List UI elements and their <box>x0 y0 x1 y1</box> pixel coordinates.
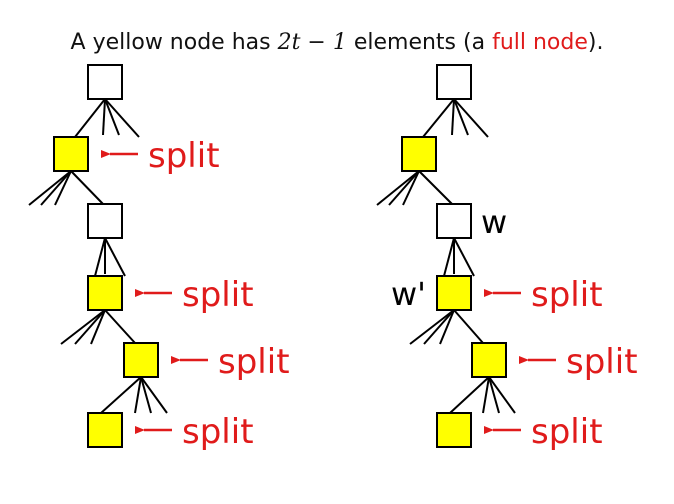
edge-right-tree-2-0 <box>443 237 455 277</box>
edge-left-tree-0-0 <box>74 98 106 138</box>
split-label-right-tree-3: split <box>531 275 603 315</box>
edge-right-tree-3-2 <box>439 309 455 345</box>
edge-left-tree-1-0 <box>28 170 72 206</box>
full-node-left-tree-1 <box>53 136 89 172</box>
caption-suffix: ). <box>587 30 604 55</box>
edge-right-tree-2-2 <box>453 237 475 277</box>
edge-left-tree-1-3 <box>70 170 104 205</box>
caption-prefix: A yellow node has <box>70 30 278 55</box>
edge-right-tree-0-1 <box>451 98 455 136</box>
edge-left-tree-0-2 <box>104 98 120 136</box>
edge-right-tree-3-3 <box>453 309 484 344</box>
empty-node-right-tree-2 <box>436 203 472 239</box>
node-label-w: w <box>481 203 507 241</box>
edge-left-tree-3-2 <box>90 309 106 345</box>
split-label-left-tree-4: split <box>218 342 290 382</box>
full-node-right-tree-1 <box>401 136 437 172</box>
full-node-right-tree-5 <box>436 412 472 448</box>
edge-left-tree-4-1 <box>134 376 142 414</box>
edge-right-tree-0-3 <box>453 98 489 138</box>
caption: A yellow node has 2t − 1 elements (a ful… <box>0 30 674 55</box>
edge-left-tree-4-0 <box>100 376 142 414</box>
split-label-right-tree-4: split <box>566 342 638 382</box>
full-node-left-tree-5 <box>87 412 123 448</box>
edge-right-tree-0-2 <box>453 98 469 136</box>
split-label-left-tree-1: split <box>148 136 220 176</box>
split-label-right-tree-5: split <box>531 412 603 452</box>
edge-left-tree-4-2 <box>140 376 152 414</box>
full-node-right-tree-3 <box>436 275 472 311</box>
node-label-w-prime: w' <box>391 275 426 313</box>
full-node-right-tree-4 <box>471 342 507 378</box>
split-label-left-tree-5: split <box>182 412 254 452</box>
edge-right-tree-3-1 <box>423 309 455 345</box>
empty-node-right-tree-0 <box>436 64 472 100</box>
edge-right-tree-4-3 <box>488 376 516 414</box>
caption-middle: elements (a <box>346 30 493 55</box>
edge-left-tree-3-0 <box>60 309 106 345</box>
edge-right-tree-0-0 <box>422 98 455 138</box>
edge-left-tree-4-3 <box>140 376 168 414</box>
edge-left-tree-3-1 <box>74 309 106 345</box>
edge-left-tree-3-3 <box>104 309 136 344</box>
edge-left-tree-2-2 <box>104 237 126 277</box>
edge-right-tree-1-1 <box>388 170 420 206</box>
edge-left-tree-1-1 <box>40 170 72 206</box>
full-node-left-tree-4 <box>123 342 159 378</box>
edge-right-tree-4-2 <box>488 376 500 414</box>
edge-right-tree-4-0 <box>449 376 490 414</box>
edge-right-tree-1-3 <box>418 170 453 205</box>
edge-left-tree-1-2 <box>54 170 72 206</box>
edge-left-tree-2-0 <box>94 237 106 277</box>
full-node-left-tree-3 <box>87 275 123 311</box>
edge-right-tree-1-2 <box>402 170 420 206</box>
edge-right-tree-3-0 <box>409 309 455 345</box>
edge-left-tree-0-1 <box>102 98 106 136</box>
caption-highlight: full node <box>492 30 588 55</box>
empty-node-left-tree-0 <box>87 64 123 100</box>
empty-node-left-tree-2 <box>87 203 123 239</box>
split-label-left-tree-3: split <box>182 275 254 315</box>
caption-formula: 2t − 1 <box>277 30 347 55</box>
edge-left-tree-0-3 <box>104 98 140 138</box>
edge-right-tree-1-0 <box>376 170 420 206</box>
edge-right-tree-4-1 <box>482 376 490 414</box>
